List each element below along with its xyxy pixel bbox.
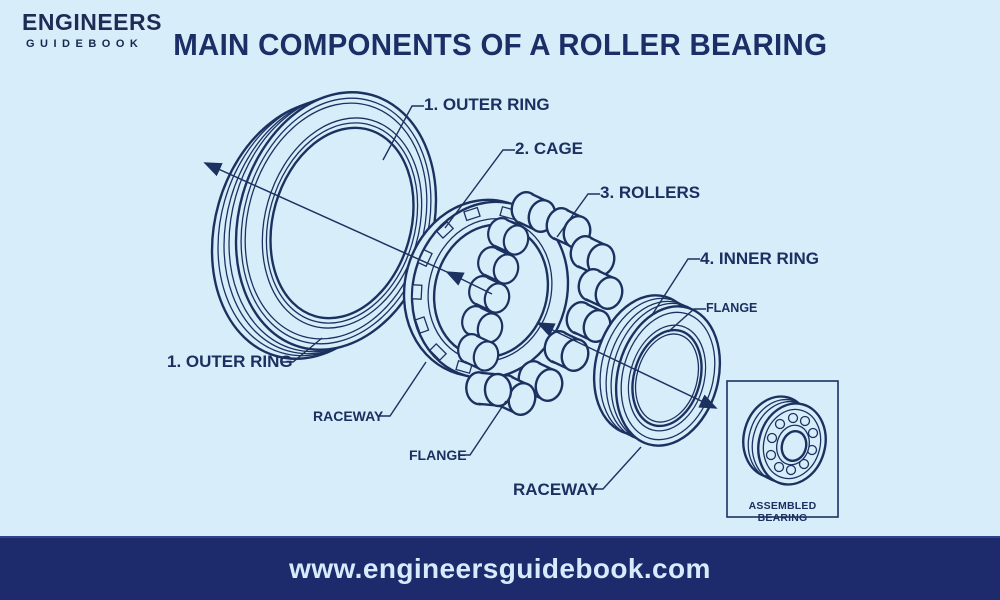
outer-ring-drawing bbox=[210, 91, 438, 360]
label-rollers: 3. ROLLERS bbox=[600, 183, 701, 202]
label-raceway-left: RACEWAY bbox=[313, 408, 384, 424]
axis-arrows bbox=[203, 162, 718, 409]
leader-lines bbox=[281, 105, 706, 490]
page-title: MAIN COMPONENTS OF A ROLLER BEARING bbox=[0, 27, 1000, 63]
inner-ring-drawing bbox=[592, 294, 722, 447]
label-flange-bottom: FLANGE bbox=[409, 447, 467, 463]
assembled-bearing-drawing bbox=[742, 395, 827, 486]
website-url: www.engineersguidebook.com bbox=[289, 553, 711, 584]
assembled-bearing-inset bbox=[726, 380, 839, 518]
label-raceway-bottom: RACEWAY bbox=[513, 480, 599, 499]
label-cage: 2. CAGE bbox=[515, 139, 584, 158]
footer-bar: www.engineersguidebook.com bbox=[0, 536, 1000, 600]
label-assembled-bearing: ASSEMBLED BEARING bbox=[748, 500, 817, 524]
label-outer-ring-left: 1. OUTER RING bbox=[167, 352, 293, 371]
cage-drawing bbox=[402, 198, 570, 380]
brand-logo: ENGINEERS GUIDEBOOK bbox=[22, 11, 162, 50]
brand-subname: GUIDEBOOK bbox=[26, 38, 144, 50]
page-title-text: MAIN COMPONENTS OF A ROLLER BEARING bbox=[172, 27, 828, 62]
label-flange-right: FLANGE bbox=[706, 301, 758, 315]
brand-name: ENGINEERS bbox=[22, 9, 162, 35]
label-inner-ring: 4. INNER RING bbox=[700, 249, 820, 268]
label-outer-ring-top: 1. OUTER RING bbox=[424, 95, 550, 114]
